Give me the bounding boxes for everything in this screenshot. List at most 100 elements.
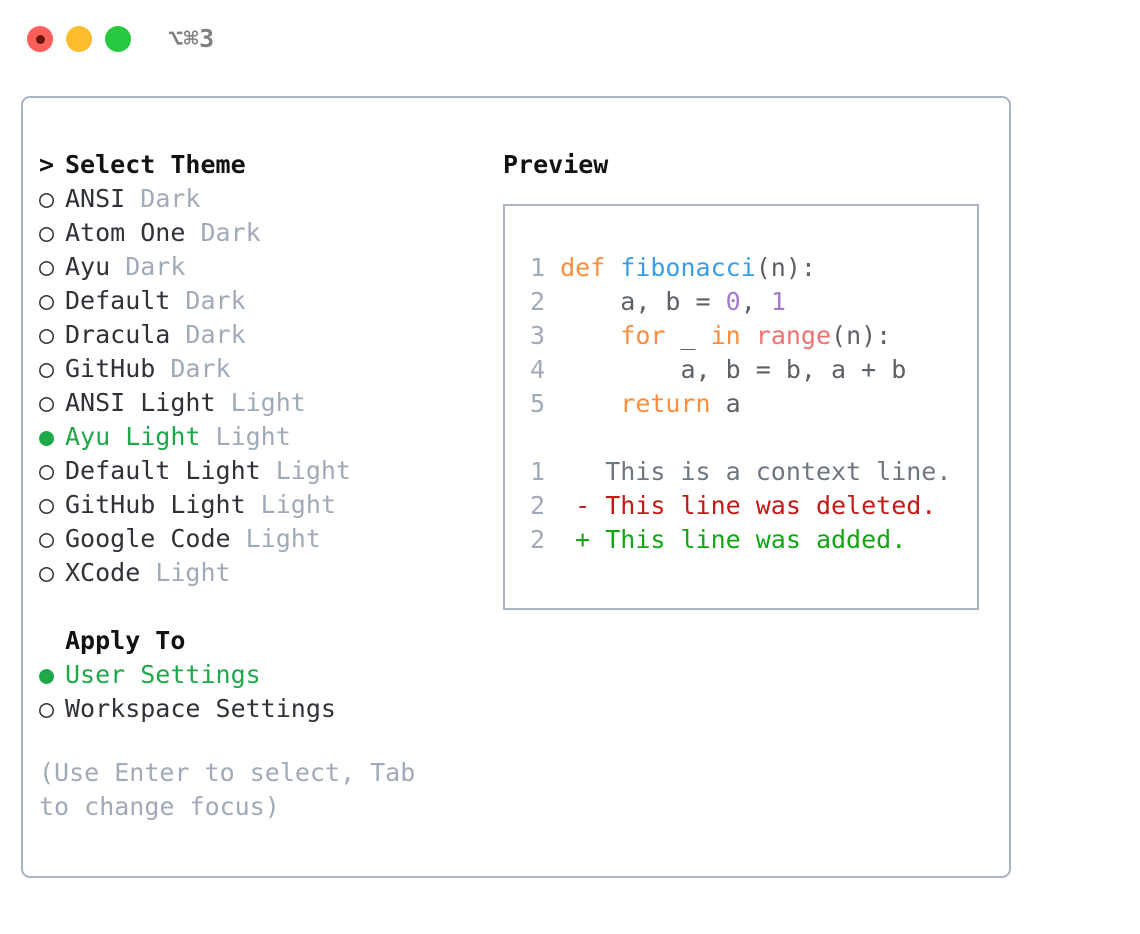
theme-option-category: Dark <box>155 354 231 383</box>
radio-unselected-icon: ○ <box>39 286 55 315</box>
apply-to-option-workspace-settings[interactable]: ○ Workspace Settings <box>39 692 479 726</box>
theme-option-atom-one[interactable]: ○Atom One Dark <box>39 216 479 250</box>
theme-option-label: XCode <box>65 558 141 587</box>
diff-line-number: 2 <box>529 491 545 520</box>
code-diff-gap <box>521 421 971 455</box>
theme-option-category: Dark <box>125 184 201 213</box>
code-token-txt: a, b = <box>560 287 726 316</box>
code-line: 2 a, b = 0, 1 <box>521 285 971 319</box>
theme-option-ayu-light[interactable]: ●Ayu Light Light <box>39 420 479 454</box>
close-button[interactable] <box>27 26 53 52</box>
code-line: 5 return a <box>521 387 971 421</box>
diff-sample: 1 This is a context line. 2 - This line w… <box>521 455 971 557</box>
preview-column: Preview 1 def fibonacci(n):2 a, b = 0, 1… <box>503 148 993 610</box>
theme-option-default-light[interactable]: ○Default Light Light <box>39 454 479 488</box>
theme-option-category: Dark <box>110 252 186 281</box>
apply-to-option-label: User Settings <box>65 660 261 689</box>
title-bar: ⌥⌘3 <box>0 0 1140 78</box>
theme-option-github-light[interactable]: ○GitHub Light Light <box>39 488 479 522</box>
radio-unselected-icon: ○ <box>39 218 55 247</box>
theme-option-ansi-light[interactable]: ○ ANSI Light Light <box>39 386 479 420</box>
theme-option-category: Light <box>260 456 351 485</box>
theme-option-xcode[interactable]: ○ XCode Light <box>39 556 479 590</box>
code-line-number: 1 <box>529 253 545 282</box>
theme-option-label: Default <box>65 286 171 315</box>
diff-sign <box>575 457 590 486</box>
code-line-number: 4 <box>529 355 545 384</box>
radio-unselected-icon: ○ <box>39 558 55 587</box>
diff-line-del: 2 - This line was deleted. <box>521 489 971 523</box>
code-line-number: 3 <box>529 321 545 350</box>
code-line: 4 a, b = b, a + b <box>521 353 971 387</box>
theme-option-label: GitHub Light <box>65 490 246 519</box>
radio-unselected-icon: ○ <box>39 252 55 281</box>
theme-option-category: Light <box>200 422 291 451</box>
theme-option-label: Default Light <box>65 456 261 485</box>
code-line: 1 def fibonacci(n): <box>521 251 971 285</box>
apply-to-heading: Apply To <box>39 624 479 658</box>
theme-option-google-code[interactable]: ○Google Code Light <box>39 522 479 556</box>
code-token-txt: , <box>740 287 771 316</box>
theme-option-label: ANSI Light <box>65 388 216 417</box>
code-token-txt: _ <box>665 321 711 350</box>
theme-option-category: Light <box>230 524 321 553</box>
code-token-call: range <box>755 321 832 350</box>
minimize-button[interactable] <box>66 26 92 52</box>
keyboard-shortcut-label: ⌥⌘3 <box>168 24 215 53</box>
apply-to-option-user-settings[interactable]: ● User Settings <box>39 658 479 692</box>
keyboard-hint-text: (Use Enter to select, Tab to change focu… <box>39 758 431 821</box>
code-token-kw: def <box>560 253 621 282</box>
theme-option-default[interactable]: ○ Default Dark <box>39 284 479 318</box>
radio-unselected-icon: ○ <box>39 524 55 553</box>
diff-line-number: 1 <box>529 457 545 486</box>
theme-option-label: Atom One <box>65 218 186 247</box>
hint-gap <box>39 726 479 756</box>
code-token-txt <box>560 321 620 350</box>
apply-to-option-label: Workspace Settings <box>65 694 336 723</box>
diff-line-number: 2 <box>529 525 545 554</box>
diff-line-add: 2 + This line was added. <box>521 523 971 557</box>
code-token-txt <box>560 389 620 418</box>
theme-option-label: Ayu <box>65 252 111 281</box>
theme-option-category: Dark <box>170 286 246 315</box>
apply-focus-marker-icon <box>39 624 65 658</box>
theme-option-label: ANSI <box>65 184 126 213</box>
radio-selected-icon: ● <box>39 660 55 689</box>
focus-marker-icon: > <box>39 150 55 179</box>
diff-line-text: This is a context line. <box>605 457 952 486</box>
theme-option-category: Light <box>140 558 231 587</box>
section-gap <box>39 590 479 624</box>
radio-unselected-icon: ○ <box>39 388 55 417</box>
maximize-button[interactable] <box>105 26 131 52</box>
radio-unselected-icon: ○ <box>39 694 55 723</box>
code-line-number: 2 <box>529 287 545 316</box>
code-line-number: 5 <box>529 389 545 418</box>
code-token-num: 0 <box>725 287 741 316</box>
code-line: 3 for _ in range(n): <box>521 319 971 353</box>
code-token-num: 1 <box>770 287 786 316</box>
code-token-txt: a <box>710 389 741 418</box>
code-token-txt: a, b = b, a + b <box>560 355 907 384</box>
diff-sign: + <box>575 525 591 554</box>
code-token-txt: (n): <box>831 321 892 350</box>
theme-option-list: ○ANSI Dark○Atom One Dark○Ayu Dark○Defaul… <box>39 182 479 590</box>
theme-option-category: Light <box>245 490 336 519</box>
select-theme-title: Select Theme <box>65 150 246 179</box>
theme-option-ansi[interactable]: ○ ANSI Dark <box>39 182 479 216</box>
diff-line-text: This line was added. <box>605 525 907 554</box>
theme-option-ayu[interactable]: ○ Ayu Dark <box>39 250 479 284</box>
radio-unselected-icon: ○ <box>39 184 55 213</box>
preview-title: Preview <box>503 150 609 179</box>
theme-option-github[interactable]: ○GitHub Dark <box>39 352 479 386</box>
theme-option-category: Light <box>215 388 306 417</box>
window-controls <box>27 26 131 52</box>
code-token-txt <box>741 321 756 350</box>
select-theme-heading: > Select Theme <box>39 148 479 182</box>
theme-option-dracula[interactable]: ○Dracula Dark <box>39 318 479 352</box>
code-token-kw: return <box>620 389 711 418</box>
code-token-kw: in <box>710 321 741 350</box>
